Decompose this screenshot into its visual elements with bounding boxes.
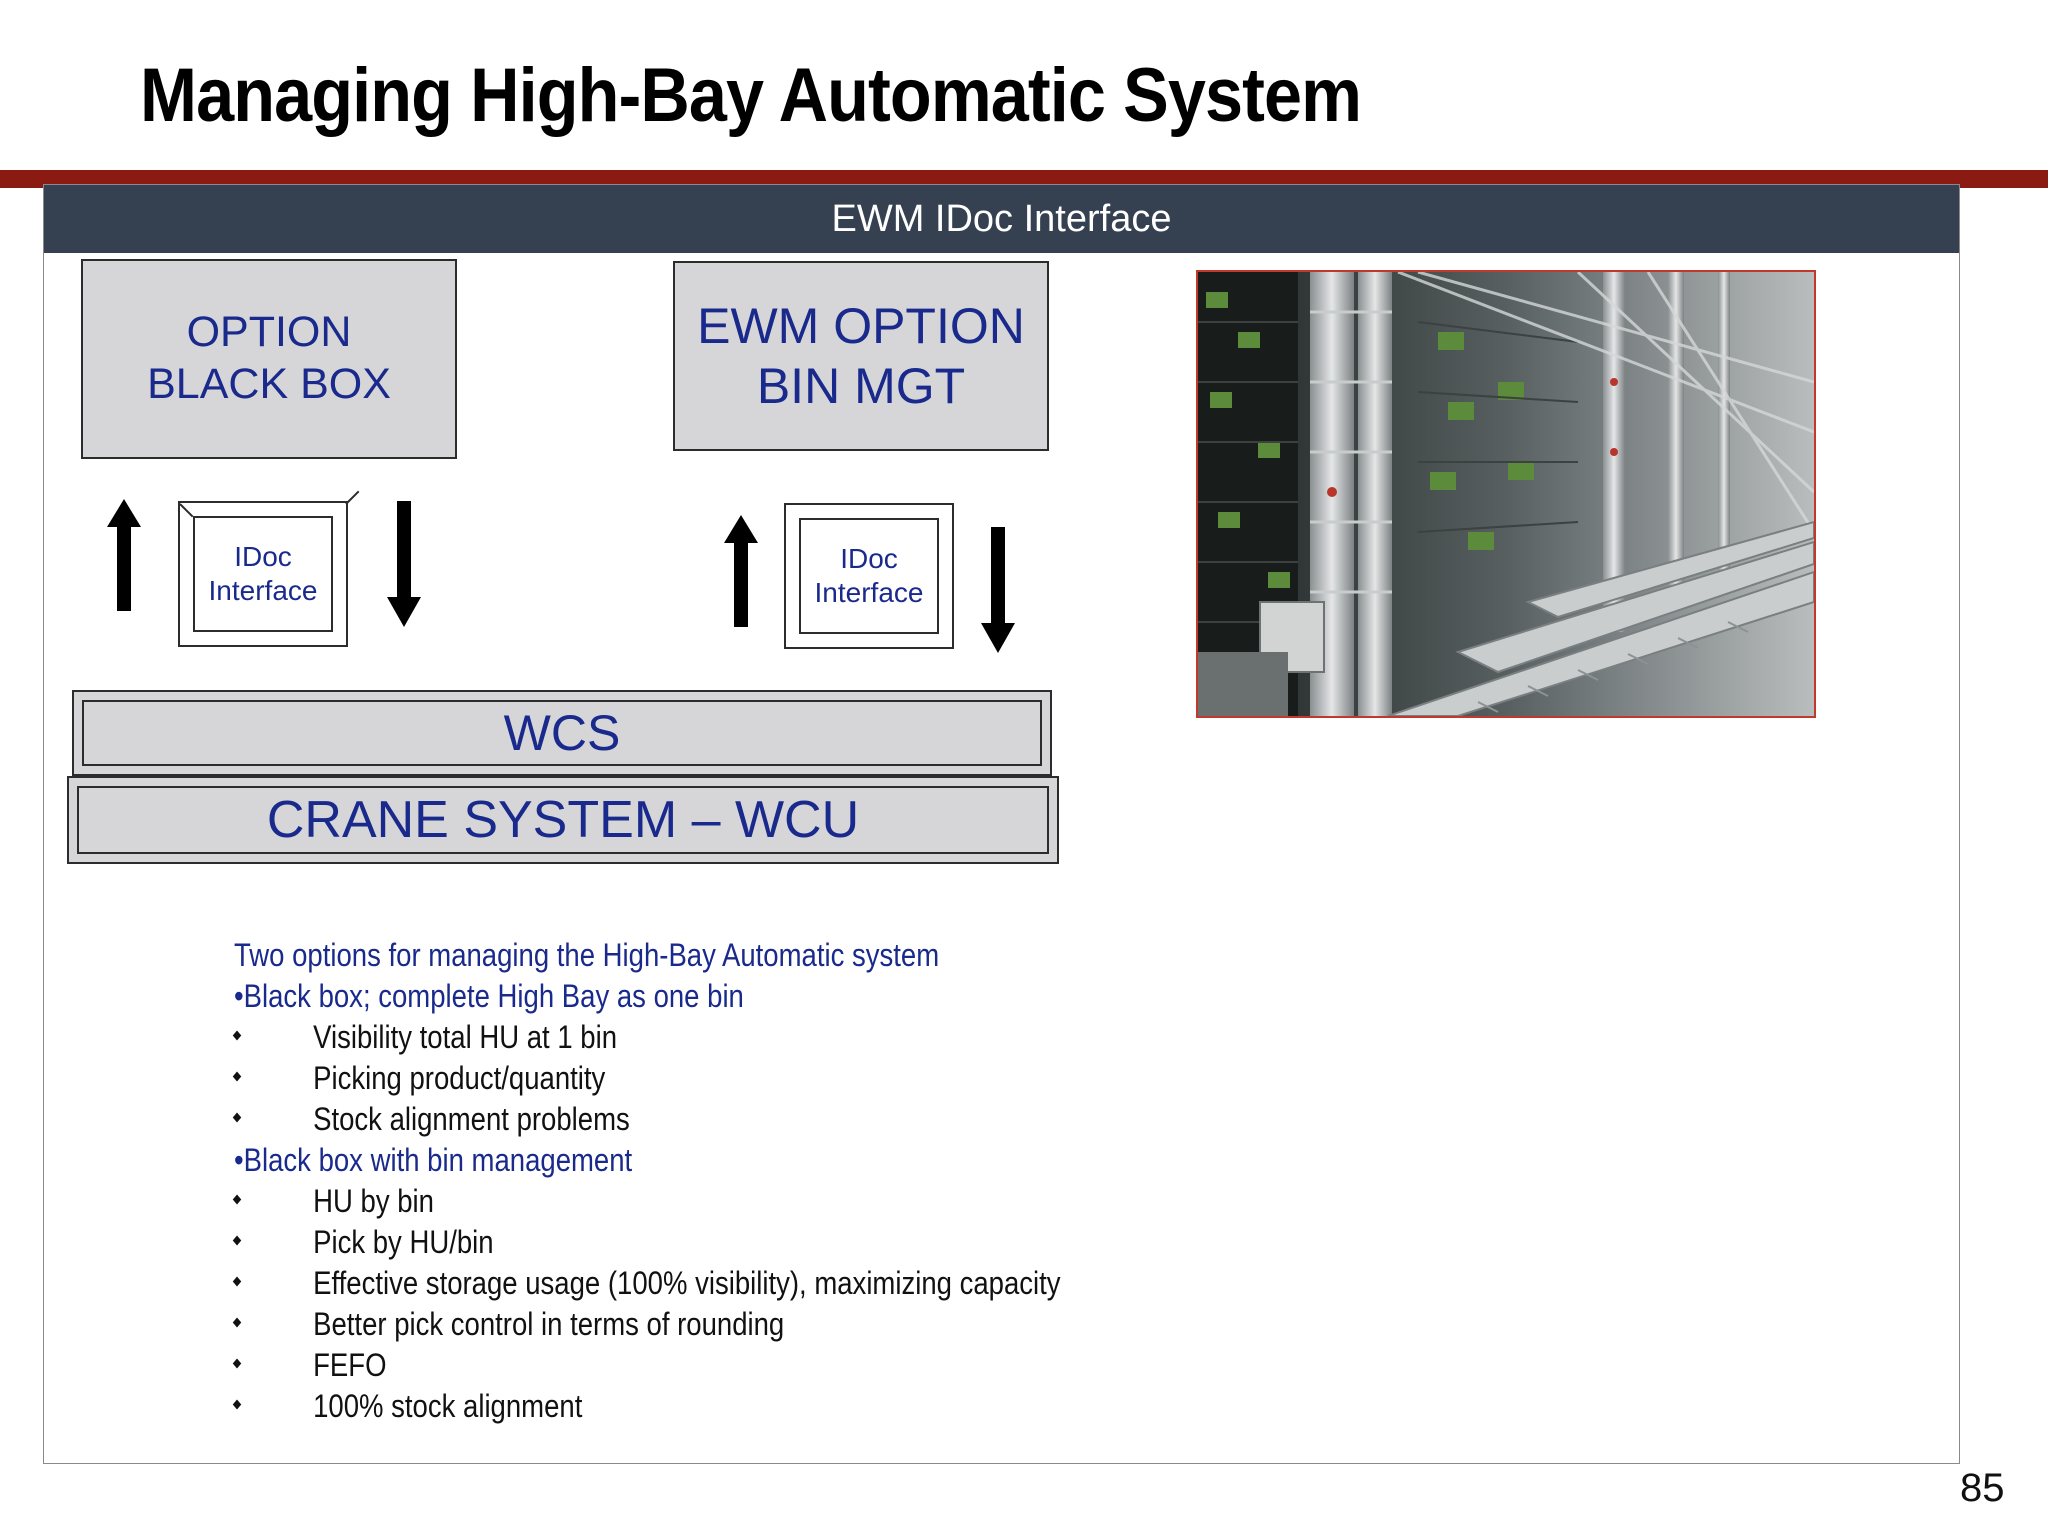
down-arrow-icon: [387, 501, 421, 627]
up-arrow-icon: [724, 515, 758, 627]
option1-heading: •Black box; complete High Bay as one bin: [234, 976, 1094, 1017]
option2-point: 100% stock alignment: [234, 1386, 1094, 1427]
wcs-bar: WCS: [72, 690, 1052, 776]
up-arrow-icon: [107, 499, 141, 611]
option2-point: HU by bin: [234, 1181, 1094, 1222]
option-black-box: OPTION BLACK BOX: [81, 259, 457, 459]
option2-point: Effective storage usage (100% visibility…: [234, 1263, 1094, 1304]
idoc-interface-left-label: IDoc Interface: [193, 516, 333, 632]
content-panel: EWM IDoc Interface OPTION BLACK BOX EWM …: [43, 184, 1960, 1464]
high-bay-warehouse-photo: [1196, 270, 1816, 718]
option1-point: Visibility total HU at 1 bin: [234, 1017, 1094, 1058]
option2-point: Pick by HU/bin: [234, 1222, 1094, 1263]
option-bin-mgt: EWM OPTION BIN MGT: [673, 261, 1049, 451]
wcs-label: WCS: [504, 704, 621, 762]
option1-point: Picking product/quantity: [234, 1058, 1094, 1099]
notes: Two options for managing the High-Bay Au…: [234, 935, 1234, 1427]
notes-intro: Two options for managing the High-Bay Au…: [234, 935, 1094, 976]
option1-point: Stock alignment problems: [234, 1099, 1094, 1140]
option2-point: FEFO: [234, 1345, 1094, 1386]
option2-point: Better pick control in terms of rounding: [234, 1304, 1094, 1345]
down-arrow-icon: [981, 527, 1015, 653]
idoc-interface-right-label: IDoc Interface: [799, 518, 939, 634]
idoc-interface-right: IDoc Interface: [784, 503, 954, 649]
panel-header: EWM IDoc Interface: [44, 185, 1959, 253]
option2-heading: •Black box with bin management: [234, 1140, 1094, 1181]
crane-system-label: CRANE SYSTEM – WCU: [267, 790, 859, 850]
idoc-interface-left: IDoc Interface: [178, 501, 348, 647]
crane-system-bar: CRANE SYSTEM – WCU: [67, 776, 1059, 864]
page-number: 85: [1960, 1466, 2005, 1511]
slide-title: Managing High-Bay Automatic System: [140, 52, 1361, 139]
